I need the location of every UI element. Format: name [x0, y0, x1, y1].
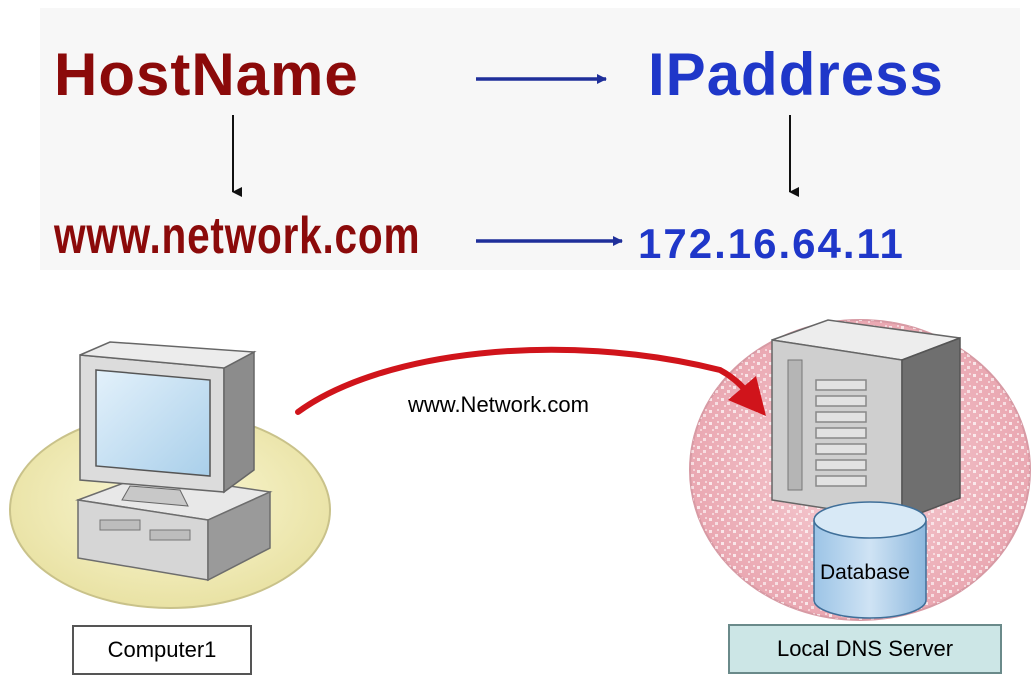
query-label: www.Network.com	[408, 392, 589, 417]
desktop-computer-icon	[75, 341, 273, 582]
mapping-band	[40, 8, 1020, 270]
database-cylinder-icon	[813, 501, 927, 619]
ip-address-value: 172.16.64.11	[638, 220, 905, 267]
dns-server-label: Local DNS Server	[728, 624, 1002, 674]
computer-label: Computer1	[72, 625, 252, 675]
dns-request-arrow	[295, 346, 766, 416]
server-tower-icon	[771, 319, 961, 522]
dns-server-label-text: Local DNS Server	[776, 636, 954, 661]
ipaddress-heading: IPaddress	[648, 41, 944, 108]
database-label: Database	[820, 561, 910, 584]
hostname-heading: HostName	[54, 41, 359, 108]
domain-name-value: www.network.com	[54, 207, 421, 265]
computer-label-text: Computer1	[107, 637, 217, 662]
